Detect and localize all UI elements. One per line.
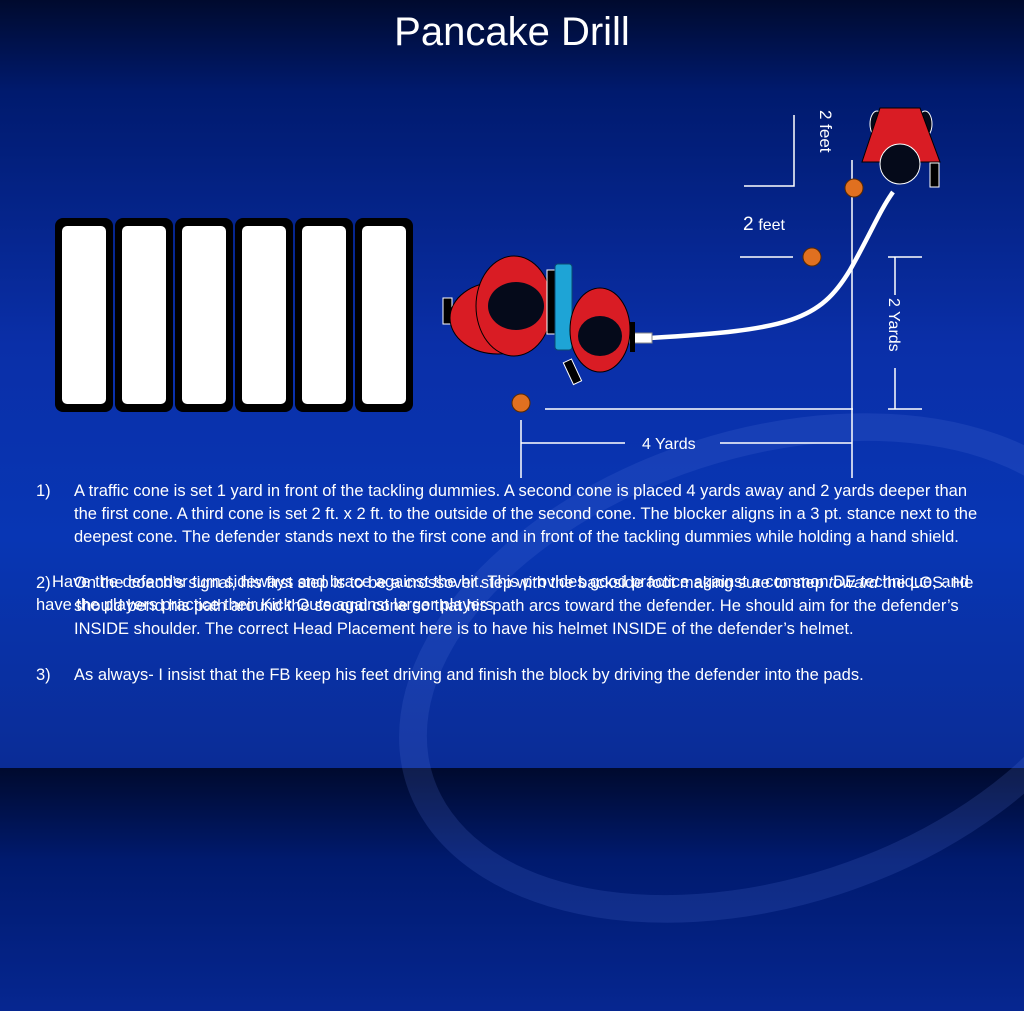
cone-bottom <box>511 393 531 413</box>
tackling-dummy-inner <box>302 226 346 404</box>
blocker-side-marker <box>630 322 635 352</box>
defender-helmet <box>488 282 544 330</box>
step-number: 2) <box>36 574 51 592</box>
instruction-steps: 1) A traffic cone is set 1 yard in front… <box>36 480 986 687</box>
fullback-side-marker <box>929 162 940 188</box>
two-yards-label: 2 Yards <box>885 298 902 352</box>
step-text: A traffic cone is set 1 yard in front of… <box>74 482 978 546</box>
blocker-helmet <box>578 316 622 356</box>
step-number: 1) <box>36 482 51 500</box>
cone-top <box>844 178 864 198</box>
step-text: On the coach’s signal, his first step is… <box>74 572 986 641</box>
fullback-player <box>861 107 941 188</box>
fullback-body <box>861 107 941 163</box>
fullback-helmet <box>879 143 921 185</box>
cone-middle <box>802 247 822 267</box>
step-text-start: On the coach’s signal, his first step is… <box>74 574 829 592</box>
hand-shield <box>554 263 573 351</box>
step-number: 3) <box>36 666 51 684</box>
tackling-dummy-inner <box>122 226 166 404</box>
tackling-dummy-inner <box>182 226 226 404</box>
blocker-player <box>562 287 635 386</box>
drill-diagram <box>55 107 941 478</box>
four-yards-label: 4 Yards <box>642 436 696 453</box>
step-item: 1) A traffic cone is set 1 yard in front… <box>36 480 986 549</box>
tackling-dummy-inner <box>62 226 106 404</box>
measurement-lines <box>520 115 922 478</box>
step-text-emphasis: toward <box>828 574 879 592</box>
step-text: As always- I insist that the FB keep his… <box>74 666 864 684</box>
top-bracket-line <box>744 115 795 187</box>
defender-side-marker <box>546 269 556 335</box>
blocker-path <box>649 190 895 341</box>
overlay-note: Have the defender turn sideways and brac… <box>36 573 969 614</box>
step-item: 2) On the coach’s signal, his first step… <box>36 572 986 641</box>
mid-feet-label: 2 feet <box>743 214 785 236</box>
page-title: Pancake Drill <box>394 10 630 54</box>
step-text-end: the LOS. He should bend his path around … <box>74 574 974 638</box>
tackling-dummy-inner <box>362 226 406 404</box>
tackling-dummy-inner <box>242 226 286 404</box>
tackling-dummies <box>55 218 413 412</box>
top-feet-label: 2 feet <box>816 110 835 153</box>
step-item: 3) As always- I insist that the FB keep … <box>36 664 986 687</box>
mid-feet-unit: feet <box>758 217 785 234</box>
mid-feet-number: 2 <box>743 214 754 235</box>
blocker-arm-marker <box>562 358 583 386</box>
defender-player <box>442 255 556 357</box>
